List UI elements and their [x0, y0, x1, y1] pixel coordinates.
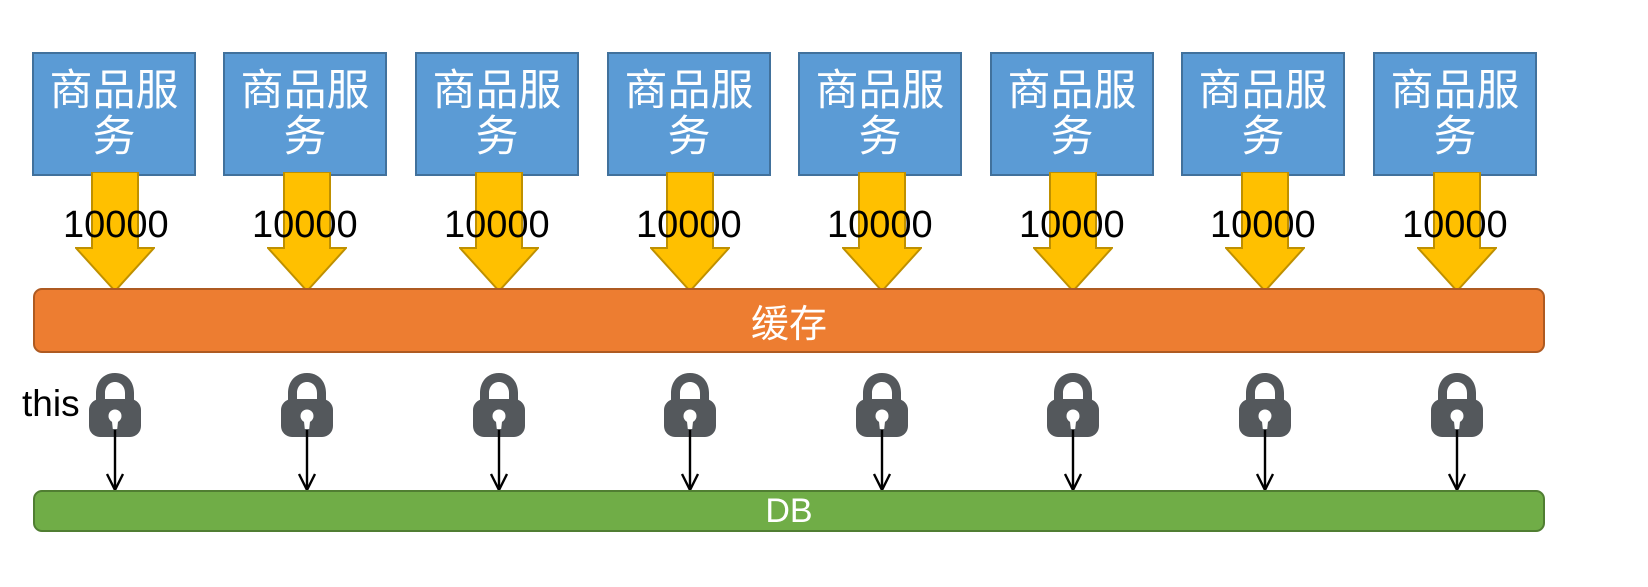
flow-label-6: 10000 [1019, 204, 1125, 246]
cache-bar[interactable]: 缓存 [33, 288, 1545, 353]
service-box-label: 商品服务 [432, 66, 562, 161]
lock-icon-6 [1041, 371, 1105, 437]
service-box-1[interactable]: 商品服务 [32, 52, 196, 176]
flow-arrow-8 [1417, 172, 1497, 292]
db-arrow-5 [870, 430, 894, 492]
db-bar[interactable]: DB [33, 490, 1545, 532]
db-arrow-4 [678, 430, 702, 492]
lock-icon-1 [83, 371, 147, 437]
db-arrow-8 [1445, 430, 1469, 492]
service-box-label: 商品服务 [1198, 66, 1328, 161]
service-box-label: 商品服务 [1390, 66, 1520, 161]
flow-arrow-4 [650, 172, 730, 292]
db-arrow-1 [103, 430, 127, 492]
service-box-6[interactable]: 商品服务 [990, 52, 1154, 176]
db-arrow-6 [1061, 430, 1085, 492]
service-box-label: 商品服务 [815, 66, 945, 161]
db-arrow-3 [487, 430, 511, 492]
lock-icon-3 [467, 371, 531, 437]
cache-bar-label: 缓存 [750, 304, 827, 346]
service-box-3[interactable]: 商品服务 [415, 52, 579, 176]
lock-icon-8 [1425, 371, 1489, 437]
flow-label-3: 10000 [444, 204, 550, 246]
db-arrow-2 [295, 430, 319, 492]
service-box-label: 商品服务 [624, 66, 754, 161]
flow-arrow-3 [459, 172, 539, 292]
service-box-label: 商品服务 [240, 66, 370, 161]
flow-label-8: 10000 [1402, 204, 1508, 246]
flow-arrow-2 [267, 172, 347, 292]
flow-arrow-7 [1225, 172, 1305, 292]
flow-label-2: 10000 [252, 204, 358, 246]
flow-label-7: 10000 [1210, 204, 1316, 246]
flow-label-1: 10000 [63, 204, 169, 246]
service-box-label: 商品服务 [49, 66, 179, 161]
service-box-7[interactable]: 商品服务 [1181, 52, 1345, 176]
flow-arrow-5 [842, 172, 922, 292]
flow-arrow-6 [1033, 172, 1113, 292]
service-box-8[interactable]: 商品服务 [1373, 52, 1537, 176]
lock-icon-2 [275, 371, 339, 437]
db-arrow-7 [1253, 430, 1277, 492]
service-box-2[interactable]: 商品服务 [223, 52, 387, 176]
lock-icon-5 [850, 371, 914, 437]
service-box-label: 商品服务 [1007, 66, 1137, 161]
service-box-5[interactable]: 商品服务 [798, 52, 962, 176]
db-bar-label: DB [765, 491, 813, 530]
lock-icon-7 [1233, 371, 1297, 437]
flow-label-4: 10000 [636, 204, 742, 246]
flow-arrow-1 [75, 172, 155, 292]
service-box-4[interactable]: 商品服务 [607, 52, 771, 176]
flow-label-5: 10000 [827, 204, 933, 246]
this-annotation: this [22, 383, 80, 424]
lock-icon-4 [658, 371, 722, 437]
